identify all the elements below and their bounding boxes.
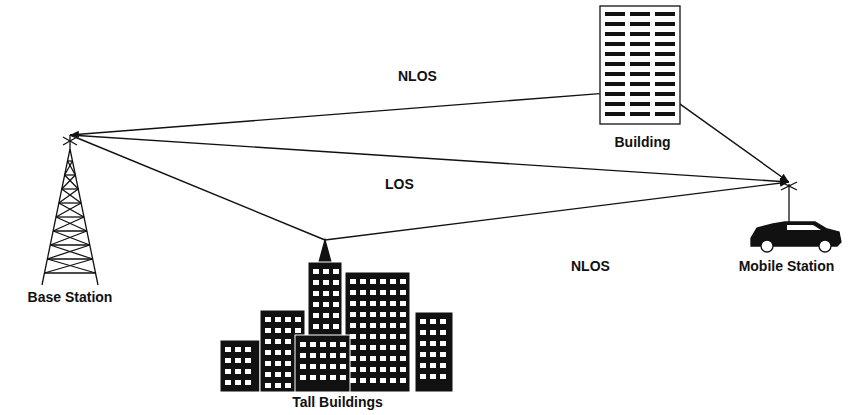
signal-path bbox=[678, 102, 789, 182]
node-label: Tall Buildings bbox=[211, 394, 464, 410]
car-picture bbox=[729, 182, 844, 256]
signal-path bbox=[70, 135, 325, 240]
tower-picture bbox=[20, 135, 120, 287]
node-label: Mobile Station bbox=[725, 258, 848, 274]
tall-picture bbox=[215, 240, 460, 392]
building: Building bbox=[591, 6, 694, 152]
building-picture bbox=[595, 6, 690, 132]
path-label: NLOS bbox=[568, 258, 613, 274]
signal-path bbox=[70, 94, 600, 135]
mobile-station: Mobile Station bbox=[725, 182, 848, 278]
node-label: Base Station bbox=[16, 289, 124, 305]
base-station: Base Station bbox=[16, 135, 124, 307]
tall-buildings: Tall Buildings bbox=[211, 240, 464, 414]
signal-path bbox=[70, 135, 789, 182]
path-label: NLOS bbox=[395, 68, 440, 84]
node-label: Building bbox=[591, 134, 694, 150]
path-label: LOS bbox=[382, 176, 417, 192]
